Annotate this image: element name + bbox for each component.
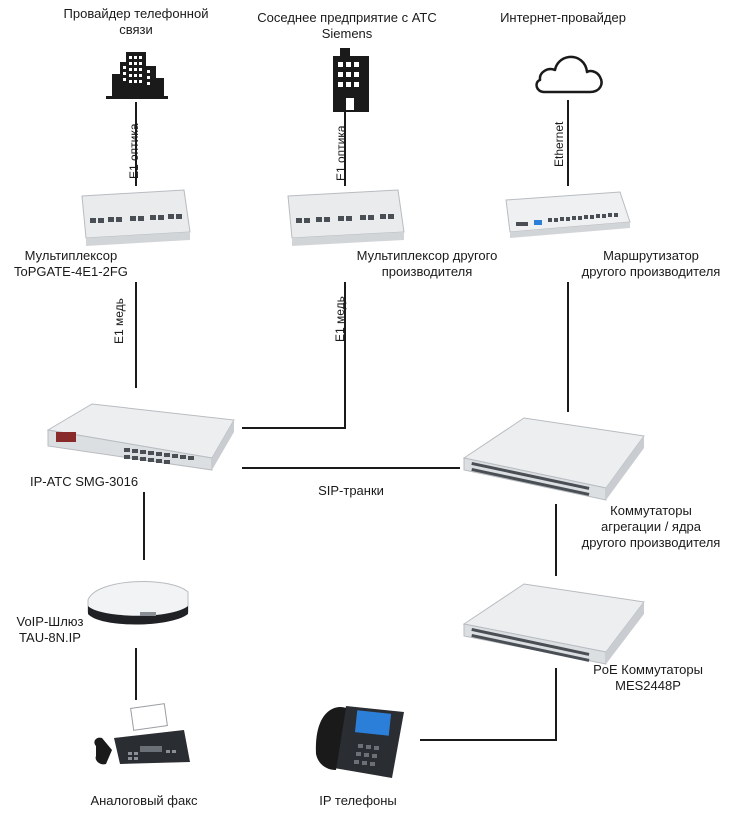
multiplexer-other-device: [287, 189, 405, 246]
ip-phone-device: [315, 706, 404, 778]
label-line: другого производителя: [581, 535, 721, 550]
connection-lines: [135, 100, 569, 741]
label-line: Соседнее предприятие с АТС: [257, 10, 437, 25]
label-line: ToPGATE-4E1-2FG: [14, 264, 128, 279]
label-line: производителя: [381, 264, 473, 279]
label-e1-copper-2: E1 медь: [333, 296, 347, 342]
label-line: Маршрутизатор: [603, 248, 699, 263]
label-line: другого производителя: [581, 264, 721, 279]
label-line: агрегации / ядра: [600, 519, 702, 534]
cloud-icon: [535, 55, 603, 94]
ip-pbx-smg-device: [46, 403, 235, 471]
link-mux-other-pbx: [242, 282, 346, 429]
multiplexer-topgate-device: [81, 189, 191, 246]
label-core-switches: Коммутаторы агрегации / ядра другого про…: [582, 503, 721, 551]
label-line: Мультиплексор: [24, 248, 118, 263]
label-e1-optics-1: E1 оптика: [127, 123, 141, 179]
label-mux-other: Мультиплексор другого производителя: [357, 248, 498, 280]
voip-gateway-device: [87, 581, 189, 625]
label-ip-pbx: IP-АТС SMG-3016: [30, 474, 139, 489]
label-neighbor-enterprise: Соседнее предприятие с АТС Siemens: [257, 10, 436, 42]
label-router: Маршрутизатор другого производителя: [582, 248, 721, 280]
poe-switch-device: [462, 583, 645, 665]
label-e1-copper-1: E1 медь: [112, 298, 126, 344]
label-internet-provider: Интернет-провайдер: [500, 10, 626, 25]
fax-device: [94, 703, 190, 765]
link-poe-phones: [420, 668, 557, 741]
label-line: Siemens: [321, 26, 373, 41]
label-phone-provider: Провайдер телефонной связи: [64, 6, 209, 38]
office-building-icon: [333, 48, 369, 112]
label-ethernet: Ethernet: [552, 121, 566, 167]
label-sip-trunks: SIP-транки: [318, 483, 384, 498]
label-line: MES2448P: [615, 678, 681, 693]
label-line: Мультиплексор другого: [356, 248, 498, 263]
label-e1-optics-2: E1 оптика: [334, 125, 348, 181]
label-line: TAU-8N.IP: [19, 630, 81, 645]
label-poe-switches: PoE Коммутаторы MES2448P: [593, 662, 703, 694]
label-voip-gateway: VoIP-Шлюз TAU-8N.IP: [16, 614, 83, 646]
label-line: связи: [119, 22, 153, 37]
core-switch-device: [462, 417, 645, 501]
label-line: PoE Коммутаторы: [593, 662, 703, 677]
label-analog-fax: Аналоговый факс: [90, 793, 198, 808]
building-icon: [106, 52, 168, 99]
label-line: Провайдер телефонной: [63, 6, 209, 21]
label-ip-phones: IP телефоны: [319, 793, 397, 808]
router-device: [505, 191, 631, 238]
label-mux-topgate: Мультиплексор ToPGATE-4E1-2FG: [14, 248, 128, 280]
label-line: VoIP-Шлюз: [16, 614, 84, 629]
label-line: Коммутаторы: [610, 503, 692, 518]
